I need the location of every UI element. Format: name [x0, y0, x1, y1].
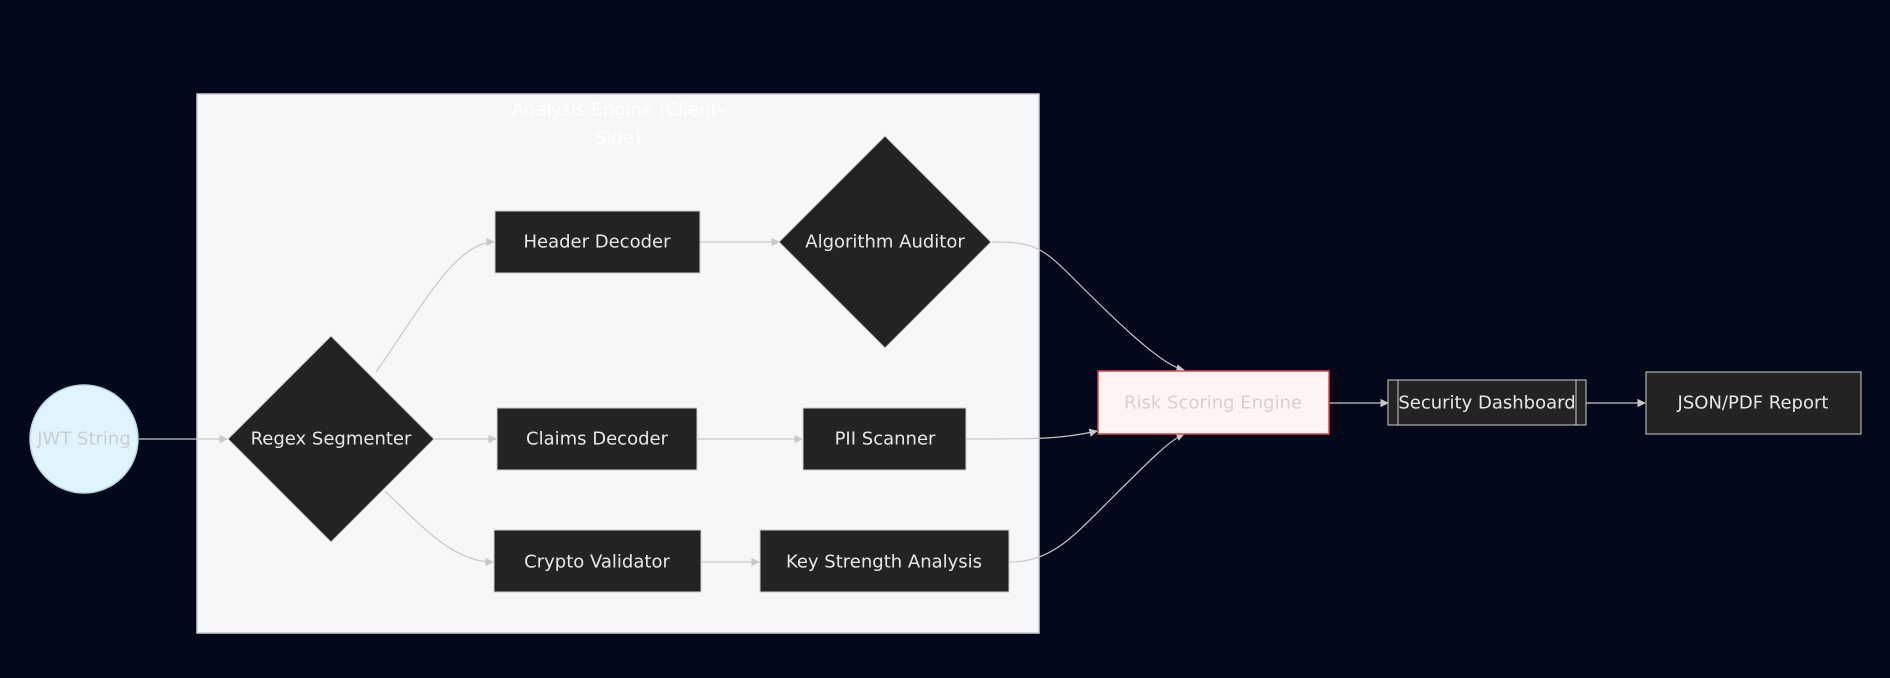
- edge-keystrength-to-risk: [1008, 433, 1185, 563]
- node-regex-segmenter: Regex Segmenter: [227, 335, 435, 543]
- node-key-strength-analysis: Key Strength Analysis: [759, 529, 1010, 593]
- edge-pii-to-risk: [965, 428, 1098, 440]
- node-jwt-string: JWT String: [29, 384, 139, 494]
- algorithm-auditor-label: Algorithm Auditor: [805, 232, 965, 253]
- node-json-pdf-report: JSON/PDF Report: [1645, 371, 1862, 435]
- node-risk-scoring-engine: Risk Scoring Engine: [1097, 370, 1330, 435]
- node-security-dashboard: Security Dashboard: [1387, 379, 1587, 426]
- pii-scanner-label: PII Scanner: [835, 429, 936, 450]
- node-claims-decoder: Claims Decoder: [496, 407, 698, 471]
- subgraph-title-line1: Analysis Engine (Client-: [512, 100, 725, 121]
- node-algorithm-auditor: Algorithm Auditor: [778, 135, 992, 349]
- jwt-string-label: JWT String: [36, 429, 131, 450]
- node-pii-scanner: PII Scanner: [802, 407, 967, 471]
- key-strength-analysis-label: Key Strength Analysis: [786, 552, 982, 573]
- node-header-decoder: Header Decoder: [494, 210, 701, 274]
- regex-segmenter-label: Regex Segmenter: [251, 429, 412, 450]
- edge-auditor-to-risk: [991, 241, 1185, 373]
- header-decoder-label: Header Decoder: [523, 232, 671, 253]
- json-pdf-report-label: JSON/PDF Report: [1677, 393, 1829, 414]
- node-crypto-validator: Crypto Validator: [493, 529, 702, 593]
- security-dashboard-label: Security Dashboard: [1398, 393, 1575, 414]
- claims-decoder-label: Claims Decoder: [526, 429, 669, 450]
- edge-regex-to-crypto: [384, 490, 494, 567]
- subgraph-title-line2: Side): [595, 128, 641, 149]
- crypto-validator-label: Crypto Validator: [524, 552, 670, 573]
- edge-regex-to-header: [375, 237, 495, 373]
- edges: [139, 237, 1646, 567]
- risk-scoring-engine-label: Risk Scoring Engine: [1124, 393, 1302, 414]
